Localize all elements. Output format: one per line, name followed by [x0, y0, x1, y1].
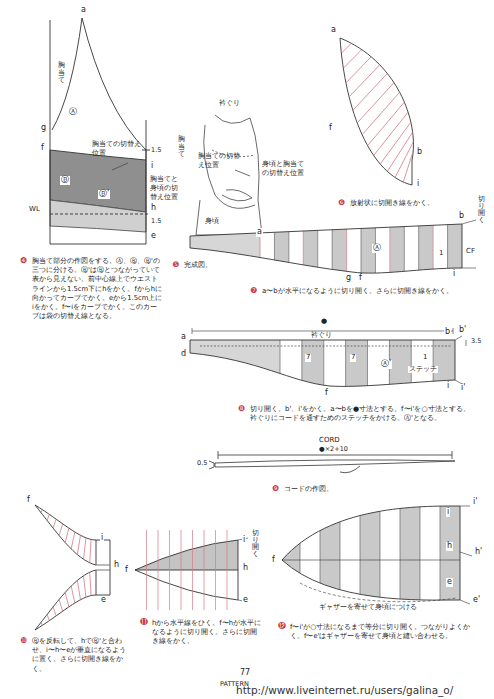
instruction-text: 胸当ての切替え位置 — [92, 140, 144, 158]
point-label: ステッチ — [408, 366, 438, 373]
point-label: ● — [320, 318, 328, 326]
point-label: i — [242, 536, 246, 545]
point-label: a — [256, 228, 263, 237]
point-label: 7 — [350, 354, 356, 362]
instruction-text: 切り開く。b'、i'をかく。a〜bを●寸法とする。f〜i'を○寸法とする。衿ぐり… — [250, 405, 476, 424]
point-label: i' — [460, 384, 466, 393]
point-label: 衿ぐり — [218, 100, 241, 108]
step-number: ❻ — [338, 198, 345, 208]
point-label: 0.5 — [196, 460, 208, 467]
figure-5 — [196, 115, 262, 235]
step-number: ⓬ — [278, 622, 286, 632]
figure-11 — [135, 530, 248, 610]
point-label: 1.5 — [150, 147, 162, 154]
figure-8 — [185, 328, 466, 400]
point-label: h — [242, 564, 249, 573]
step-number: ❺ — [172, 260, 179, 270]
instruction-text: 胸当て部分の作図をする。Ⓐ、Ⓑ、Ⓑ'の三つに分ける。Ⓑ'はⒷとつながっていて表か… — [32, 257, 164, 321]
step-number: ❼ — [250, 286, 257, 296]
instruction-text: 放射状に切開き線をかく。 — [350, 199, 434, 208]
instruction-text: 身頃と胸当ての切替え位置 — [262, 160, 306, 178]
instruction-text: Ⓑを反転して、hでⒷ'と合わせ、i〜h〜eが垂直になるように置く。さらに切開き線… — [32, 637, 132, 674]
point-label: a — [330, 26, 337, 35]
instruction-text: コードの作図。 — [284, 485, 333, 494]
point-label: b — [416, 148, 423, 157]
point-label: i — [416, 180, 420, 189]
point-label: e — [150, 232, 157, 241]
point-label: Ⓑ — [60, 176, 70, 185]
instruction-text: a〜bが水平になるように切り開く。さらに切開き線をかく。 — [262, 287, 462, 296]
point-label: f — [124, 566, 129, 575]
figure-7 — [185, 210, 476, 290]
instruction-text: f〜i'が○寸法になるまで等分に切り開く。つながりよくかく。f〜e'はギャザーを… — [290, 623, 480, 641]
figure-12 — [275, 500, 472, 610]
point-label: b' — [458, 326, 467, 335]
vertical-label: 切り開く — [478, 196, 485, 225]
figure-10 — [35, 505, 110, 630]
point-label: f — [26, 496, 31, 505]
point-label: b — [458, 212, 465, 221]
point-label: 7 — [305, 354, 311, 362]
point-label: h — [113, 561, 120, 570]
point-label: i — [446, 508, 450, 517]
point-label: i — [446, 382, 450, 391]
point-label: f — [328, 124, 333, 133]
point-label: i — [452, 270, 456, 279]
instruction-text: hから水平線をひく。f〜hが水平になるように切り開く。さらに切開き線をかく。 — [152, 619, 262, 647]
instruction-text: 77 — [240, 668, 250, 679]
point-label: f — [40, 144, 45, 153]
point-label: ●×2+10 — [318, 446, 349, 453]
point-label: f — [358, 274, 363, 283]
point-label: a — [80, 6, 87, 15]
instruction-text: 胸当てと身頃の切替え位置 — [150, 175, 184, 201]
point-label: g — [40, 124, 47, 133]
point-label: e — [242, 596, 249, 605]
point-label: CORD — [318, 437, 341, 445]
point-label: 1 — [422, 354, 428, 362]
point-label: h' — [474, 548, 483, 557]
point-label: CF — [465, 248, 476, 256]
figure-4 — [50, 18, 150, 244]
step-number: ❽ — [238, 404, 245, 414]
point-label: 3.5 — [470, 338, 482, 345]
point-label: d — [180, 350, 187, 359]
point-label: i — [150, 162, 154, 171]
point-label: ギャザーを寄せて身頃につける — [318, 604, 418, 611]
step-number: ❹ — [20, 256, 27, 266]
point-label: h — [446, 542, 453, 551]
point-label: i — [100, 534, 104, 543]
point-label: WL — [28, 206, 41, 214]
step-number: ❾ — [272, 484, 279, 494]
point-label: b — [444, 328, 451, 337]
point-label: f — [271, 556, 276, 565]
point-label: h — [150, 204, 157, 213]
point-label: Ⓐ' — [380, 360, 392, 369]
point-label: Ⓑ' — [98, 190, 110, 199]
point-label: 1 — [438, 250, 444, 258]
vertical-label: 胸当て — [178, 136, 185, 159]
point-label: e' — [472, 596, 481, 605]
cord — [209, 451, 455, 473]
watermark: http://www.liveinternet.ru/users/galina_… — [236, 683, 453, 697]
point-label: Ⓐ — [372, 244, 382, 253]
instruction-text: 完成図。 — [184, 261, 212, 270]
point-label: f — [324, 389, 329, 398]
point-label: e — [100, 596, 107, 605]
point-label: a — [180, 333, 187, 342]
point-label: 身頃 — [204, 218, 220, 226]
vertical-label: 切り開く — [252, 530, 259, 559]
step-number: ⓫ — [140, 618, 148, 628]
vertical-label: 胸当て — [58, 62, 65, 85]
point-label: 衿ぐり — [310, 332, 333, 339]
point-label: i' — [472, 498, 478, 507]
step-number: ❿ — [20, 636, 27, 646]
instruction-text: 胸当ての切替え位置 — [198, 152, 246, 170]
point-label: g — [345, 274, 352, 283]
point-label: 1.5 — [150, 218, 162, 225]
figure-6 — [340, 38, 413, 185]
point-label: e — [446, 578, 453, 587]
point-label: Ⓐ — [68, 108, 78, 117]
